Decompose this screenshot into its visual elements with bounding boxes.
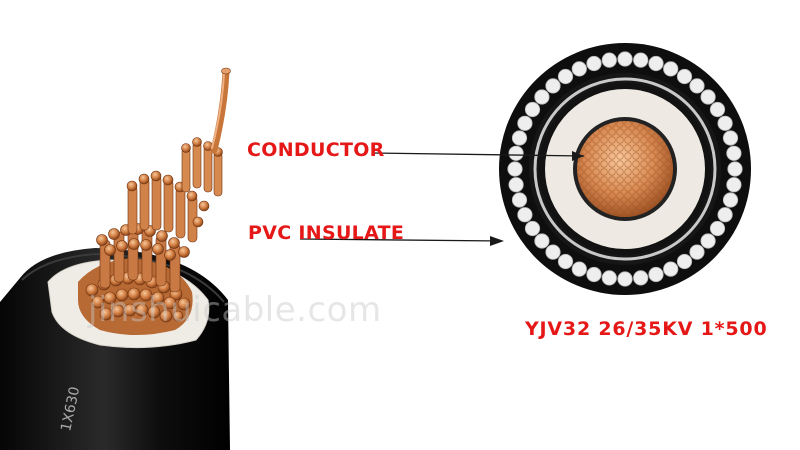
model-label: YJV32 26/35KV 1*500 <box>525 318 768 340</box>
armor-wire <box>633 270 649 286</box>
armor-wire <box>545 244 561 260</box>
armor-wire <box>534 89 550 105</box>
armor-wire <box>557 68 574 85</box>
armor-wire <box>511 130 528 146</box>
armor-wire <box>517 207 533 223</box>
armor-wire <box>601 270 617 286</box>
armor-wire <box>534 233 550 249</box>
armor-wire <box>508 145 524 161</box>
armor-wire <box>586 266 602 283</box>
armor-wire <box>586 55 602 72</box>
cable-cross-section <box>499 43 751 295</box>
watermark-text: jinshuicable.com <box>88 290 382 330</box>
armor-wire <box>648 266 664 283</box>
insulate-arrowhead <box>490 236 504 246</box>
insulation-label: PVC INSULATE <box>248 222 405 244</box>
armor-wire <box>524 101 541 118</box>
armor-wire <box>689 244 705 260</box>
armor-wire <box>617 51 633 67</box>
armor-wire <box>663 61 679 77</box>
armor-wire <box>676 253 693 270</box>
armor-wire <box>545 78 561 94</box>
armor-wire <box>571 61 587 77</box>
armor-wire <box>722 130 739 146</box>
armor-wire <box>700 89 716 105</box>
armor-wire <box>511 192 528 208</box>
armor-wire <box>726 177 742 193</box>
armor-wire <box>524 220 541 237</box>
armor-wire <box>717 207 733 223</box>
armor-wire <box>709 101 726 118</box>
armor-wire <box>689 78 705 94</box>
armor-wire <box>571 261 587 277</box>
armor-wire <box>676 68 693 85</box>
conductor-strand-pattern <box>577 121 673 217</box>
copper-screen <box>533 77 717 261</box>
armor-wire <box>508 177 524 193</box>
insulate-arrow-line <box>299 238 503 242</box>
armor-wire <box>722 192 739 208</box>
armor-wire <box>617 271 633 287</box>
leader-lines <box>299 151 585 246</box>
cable-side-view: 1X630 <box>0 67 231 450</box>
armor-wire-ring <box>507 51 743 287</box>
armor-wire <box>633 52 649 68</box>
copper-strands <box>85 67 231 323</box>
armor-wire <box>709 220 726 237</box>
conductor-arrowhead <box>572 151 584 161</box>
conductor-arrow-line <box>371 152 585 157</box>
armor-wire <box>727 161 743 177</box>
conductor-label: CONDUCTOR <box>247 139 385 161</box>
armor-wire <box>717 115 733 131</box>
armor-wire <box>507 161 523 177</box>
armor-wire <box>726 145 742 161</box>
armor-wire <box>663 261 679 277</box>
armor-wire <box>700 233 716 249</box>
armor-wire <box>601 52 617 68</box>
armor-wire <box>517 115 533 131</box>
armor-wire <box>648 55 664 72</box>
armor-wire <box>557 253 574 270</box>
